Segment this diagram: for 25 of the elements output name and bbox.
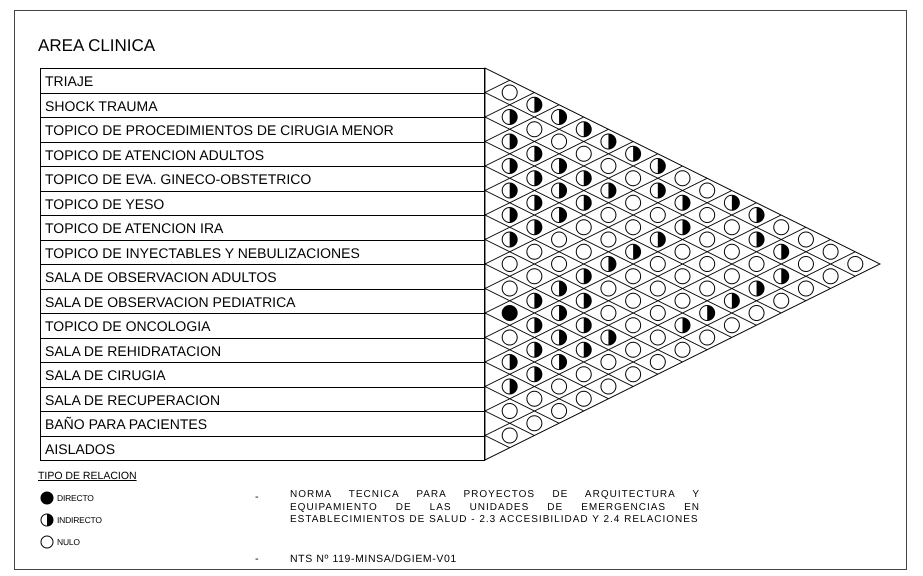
- row-label-box: TRIAJE: [40, 68, 485, 94]
- row-label-box: SALA DE RECUPERACION: [40, 386, 485, 412]
- row-label-box: AISLADOS: [40, 436, 485, 461]
- row-label-box: TOPICO DE ONCOLOGIA: [40, 313, 485, 338]
- reference-code: NTS Nº 119-MINSA/DGIEM-V01: [290, 553, 457, 565]
- row-label-box: SALA DE REHIDRATACION: [40, 338, 485, 363]
- legend-label: DIRECTO: [57, 493, 94, 503]
- row-label-box: TOPICO DE EVA. GINECO-OBSTETRICO: [40, 166, 485, 192]
- row-label-box: TOPICO DE ATENCION ADULTOS: [40, 142, 485, 167]
- row-label-box: BAÑO PARA PACIENTES: [40, 411, 485, 436]
- row-label-box: SALA DE OBSERVACION ADULTOS: [40, 264, 485, 290]
- row-label-box: SALA DE OBSERVACION PEDIATRICA: [40, 288, 485, 314]
- legend-label: INDIRECTO: [57, 515, 102, 525]
- row-label-box: TOPICO DE PROCEDIMIENTOS DE CIRUGIA MENOR: [40, 117, 485, 142]
- row-label-box: TOPICO DE INYECTABLES Y NEBULIZACIONES: [40, 240, 485, 265]
- bullet-dash: -: [255, 553, 259, 565]
- reference-note: NORMA TECNICA PARA PROYECTOS DE ARQUITECTURA Y EQUIPAMIENTO DE LAS UNIDADES DE EMERGENCIAS EN ESTABLECIMIENTOS DE SALUD - 2.3 ACCESIBILIDAD Y 2.4 RELACIONES: [290, 489, 700, 526]
- row-label-box: SALA DE CIRUGIA: [40, 362, 485, 388]
- row-label-box: SHOCK TRAUMA: [40, 92, 485, 118]
- bullet-dash: -: [255, 491, 259, 503]
- diagram-title: AREA CLINICA: [38, 36, 156, 56]
- row-label-box: TOPICO DE ATENCION IRA: [40, 215, 485, 240]
- row-label-box: TOPICO DE YESO: [40, 190, 485, 216]
- legend-label: NULO: [57, 537, 80, 547]
- legend-heading: TIPO DE RELACION: [38, 470, 137, 482]
